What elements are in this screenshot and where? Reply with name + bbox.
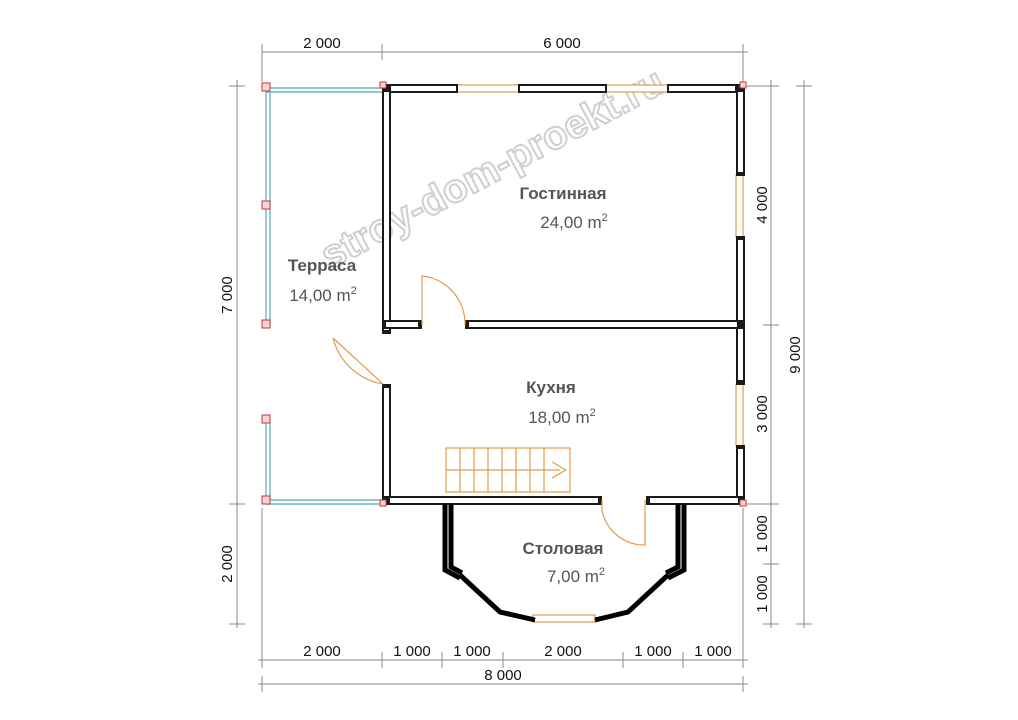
dim-bottom-seg-2: 1 000 bbox=[393, 643, 431, 660]
dim-bottom-total: 8 000 bbox=[484, 667, 522, 684]
terrace-post bbox=[261, 200, 271, 210]
terrace-post bbox=[261, 82, 271, 92]
room-terrace-area: 14,00 m2 bbox=[289, 285, 357, 305]
window bbox=[456, 84, 520, 93]
dim-bottom-seg-5: 1 000 bbox=[634, 643, 672, 660]
terrace-post bbox=[261, 495, 271, 505]
dim-left-lower: 2 000 bbox=[219, 545, 236, 583]
dim-left-upper: 7 000 bbox=[219, 276, 236, 314]
window bbox=[735, 383, 744, 447]
dim-bottom-seg-6: 1 000 bbox=[694, 643, 732, 660]
dimension-labels: 2 000 6 000 7 000 2 000 4 000 3 000 1 00… bbox=[219, 35, 804, 684]
bay-wall-right bbox=[666, 504, 687, 581]
dim-bottom-seg-3: 1 000 bbox=[453, 643, 491, 660]
dimension-lines bbox=[229, 44, 812, 692]
dim-top-left: 2 000 bbox=[303, 35, 341, 52]
bay-wall-left-inner bbox=[448, 504, 464, 576]
dim-top-right: 6 000 bbox=[543, 35, 581, 52]
window bbox=[605, 84, 669, 93]
stairs bbox=[445, 447, 571, 493]
dim-bottom-seg-4: 2 000 bbox=[544, 643, 582, 660]
doors bbox=[332, 275, 646, 546]
window bbox=[532, 614, 596, 623]
dim-right-bay-2: 1 000 bbox=[754, 575, 771, 613]
dim-right-kitchen: 3 000 bbox=[754, 395, 771, 433]
door-living bbox=[421, 275, 466, 326]
walls bbox=[379, 81, 747, 623]
bay-wall-right-inner bbox=[664, 504, 681, 576]
terrace-post bbox=[261, 414, 271, 424]
dim-right-bay-1: 1 000 bbox=[754, 515, 771, 553]
dim-right-total: 9 000 bbox=[787, 336, 804, 374]
dim-right-living: 4 000 bbox=[754, 186, 771, 224]
window bbox=[735, 174, 744, 238]
terrace-post bbox=[261, 319, 271, 329]
bay-wall-left-diag bbox=[458, 573, 536, 623]
room-living-name: Гостинная bbox=[519, 184, 606, 203]
room-living-area: 24,00 m2 bbox=[540, 212, 608, 232]
bay-wall-right-diag bbox=[594, 573, 670, 623]
terrace-railing bbox=[261, 82, 383, 505]
dim-bottom-seg-1: 2 000 bbox=[303, 643, 341, 660]
room-kitchen-name: Кухня bbox=[526, 378, 576, 397]
bay-wall-left bbox=[442, 504, 462, 581]
room-kitchen-area: 18,00 m2 bbox=[528, 407, 596, 427]
room-terrace-name: Терраса bbox=[288, 256, 357, 275]
room-dining-area: 7,00 m2 bbox=[547, 566, 605, 586]
room-labels: Гостинная 24,00 m2 Терраса 14,00 m2 Кухн… bbox=[288, 184, 608, 586]
door-terrace bbox=[332, 337, 384, 385]
door-dining bbox=[601, 500, 646, 546]
room-dining-name: Столовая bbox=[523, 539, 604, 558]
